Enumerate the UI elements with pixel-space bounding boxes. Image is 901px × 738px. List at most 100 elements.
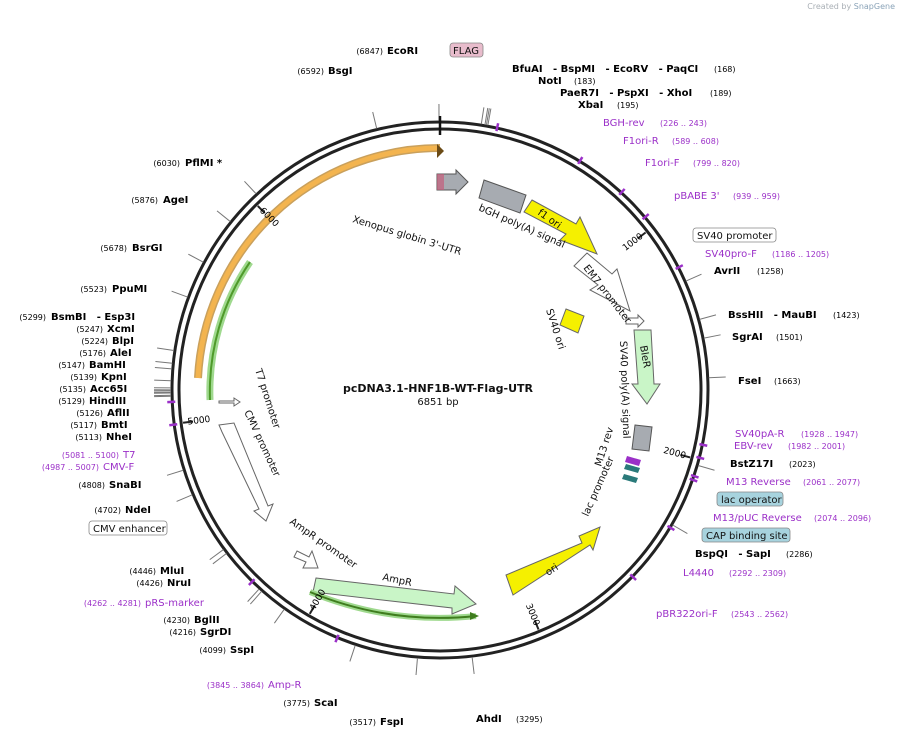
sv40-ori-box (559, 308, 585, 334)
site-line-scai (349, 645, 356, 662)
flag-box (449, 42, 484, 58)
flag-tag-segment (437, 174, 444, 190)
primer-name-cmv-f: CMV-F (103, 462, 134, 473)
site-line-sgrai (703, 334, 721, 339)
sv40-ori-label: SV40 ori (543, 308, 566, 351)
site-pos-xbai: (195) (617, 101, 639, 110)
site-pos-ecori: (6847) (356, 47, 383, 56)
site-name-ndei: NdeI (125, 505, 151, 516)
primer-name-bgh-rev: BGH-rev (603, 118, 645, 129)
plasmid-name: pcDNA3.1-HNF1B-WT-Flag-UTR (343, 382, 534, 395)
sv40-promoter-arrow (573, 252, 631, 313)
site-name-mlui: MluI (160, 566, 184, 577)
primer-pos-l4440: (2292 .. 2309) (729, 569, 786, 578)
bler-label: BleR (637, 345, 652, 369)
primer-name-l4440: L4440 (683, 568, 714, 579)
ampr-arrow (312, 577, 477, 615)
site-name-bsgi: BsgI (328, 66, 352, 77)
primer-name-sv40pro-f: SV40pro-F (705, 249, 757, 260)
site-line-bspqi (672, 524, 688, 534)
amp-green-arrowhead (470, 612, 479, 620)
site-pos-bamhi: (5147) (58, 361, 85, 370)
site-name-snabi: SnaBI (109, 480, 141, 491)
credit-watermark: Created by SnapGene (807, 2, 895, 11)
cmv-enhancer-box-label: CMV enhancer (93, 524, 167, 535)
site-name-avrii: AvrII (714, 266, 740, 277)
site-pos-bsrgi: (5678) (100, 244, 127, 253)
tick-mark-1000 (637, 231, 647, 240)
credit-prefix: Created by (807, 2, 852, 11)
site-name-pflmi: PflMI * (185, 158, 223, 169)
site-pos-bstz17i: (2023) (789, 460, 816, 469)
cmv-enhancer-box (88, 520, 168, 536)
bler-arrow (631, 329, 661, 405)
site-pos-nhei: (5113) (75, 433, 102, 442)
site-line-paer7i (485, 108, 490, 126)
site-pos-agei: (5876) (131, 196, 158, 205)
flag-box-label: FLAG (453, 46, 479, 57)
site-name-bsrgi: BsrGI (132, 243, 162, 254)
site-name-bspqi: BspQI - SapI (695, 549, 771, 560)
primer-pos-prs-marker: (4262 .. 4281) (84, 599, 141, 608)
tick-mark-6000 (257, 205, 266, 214)
sv40-promoter-box (692, 227, 777, 243)
plasmid-length: 6851 bp (417, 397, 458, 408)
primer-name-pbr322ori-f: pBR322ori-F (656, 609, 718, 620)
site-pos-sgrdi: (4216) (169, 628, 196, 637)
snapgene-brand: SnapGene (853, 2, 895, 11)
site-labels: (6847) EcoRI (6592) BsgI (6030) PflMI * … (19, 46, 859, 728)
primer-mark-prs-marker (248, 578, 256, 586)
primer-pos-pbr322ori-f: (2543 .. 2562) (731, 610, 788, 619)
site-pos-scai: (3775) (283, 699, 310, 708)
green-feature-outline (206, 260, 253, 401)
tick-label-3000: 3000 (523, 602, 541, 627)
xenopus-utr-label: Xenopus globin 3'-UTR (351, 214, 462, 258)
site-name-ppumi: PpuMI (112, 284, 147, 295)
site-name-kpni: KpnI (101, 372, 127, 383)
site-line-snabi (166, 469, 184, 476)
site-line-noti (484, 107, 489, 125)
site-line-ahdi (471, 657, 475, 675)
primer-name-amp-r: Amp-R (268, 680, 302, 691)
cap-binding-site-box-label: CAP binding site (706, 531, 788, 542)
site-name-alei: AleI (110, 348, 132, 359)
m13-rev-marker (625, 456, 641, 466)
site-pos-blpi: (5224) (81, 337, 108, 346)
lac-operator-box (716, 491, 784, 507)
site-pos-bmti: (5117) (70, 421, 97, 430)
sv40-polya-box (631, 424, 653, 452)
cap-site-marker (622, 474, 638, 483)
site-line-bglii (247, 588, 260, 602)
site-name-bamhi: BamHI (89, 360, 126, 371)
tick-mark-5000 (182, 420, 194, 424)
f1ori-arrow (523, 199, 598, 255)
tick-mark-4000 (308, 604, 316, 615)
primer-labels: BGH-rev (226 .. 243) F1ori-R (589 .. 608… (42, 118, 871, 691)
primer-name-pbabe3: pBABE 3' (674, 191, 720, 202)
site-name-agei: AgeI (163, 195, 188, 206)
site-name-scai: ScaI (314, 698, 338, 709)
site-line-alei (154, 379, 172, 382)
primer-mark-cmv-f (169, 422, 178, 427)
ampr-promoter-label: AmpR promoter (287, 516, 359, 571)
lac-operator-box-label: lac operator (721, 495, 782, 506)
orange-feature-arrowhead (437, 144, 444, 158)
site-name-bfuai: BfuAI - BspMI - EcoRV - PaqCI (512, 64, 698, 75)
site-leader-lines (153, 104, 726, 676)
primer-name-t7: T7 (122, 450, 135, 461)
primer-pos-amp-r: (3845 .. 3864) (207, 681, 264, 690)
primer-mark-f1ori-r (577, 156, 584, 165)
green-feature-arc (208, 261, 251, 401)
site-name-nrui: NruI (167, 578, 191, 589)
site-name-xcmi: XcmI (107, 324, 135, 335)
site-pos-nrui: (4426) (136, 579, 163, 588)
site-pos-ppumi: (5523) (80, 285, 107, 294)
site-pos-aflii: (5126) (76, 409, 103, 418)
primer-mark-bgh-rev (495, 122, 500, 132)
site-pos-bsshii: (1423) (833, 311, 860, 320)
site-pos-snabi: (4808) (78, 481, 105, 490)
site-pos-avrii: (1258) (757, 267, 784, 276)
tick-marks (182, 205, 691, 630)
primer-name-m13puc-reverse: M13/pUC Reverse (713, 513, 802, 524)
primer-name-f1ori-f: F1ori-F (645, 158, 680, 169)
